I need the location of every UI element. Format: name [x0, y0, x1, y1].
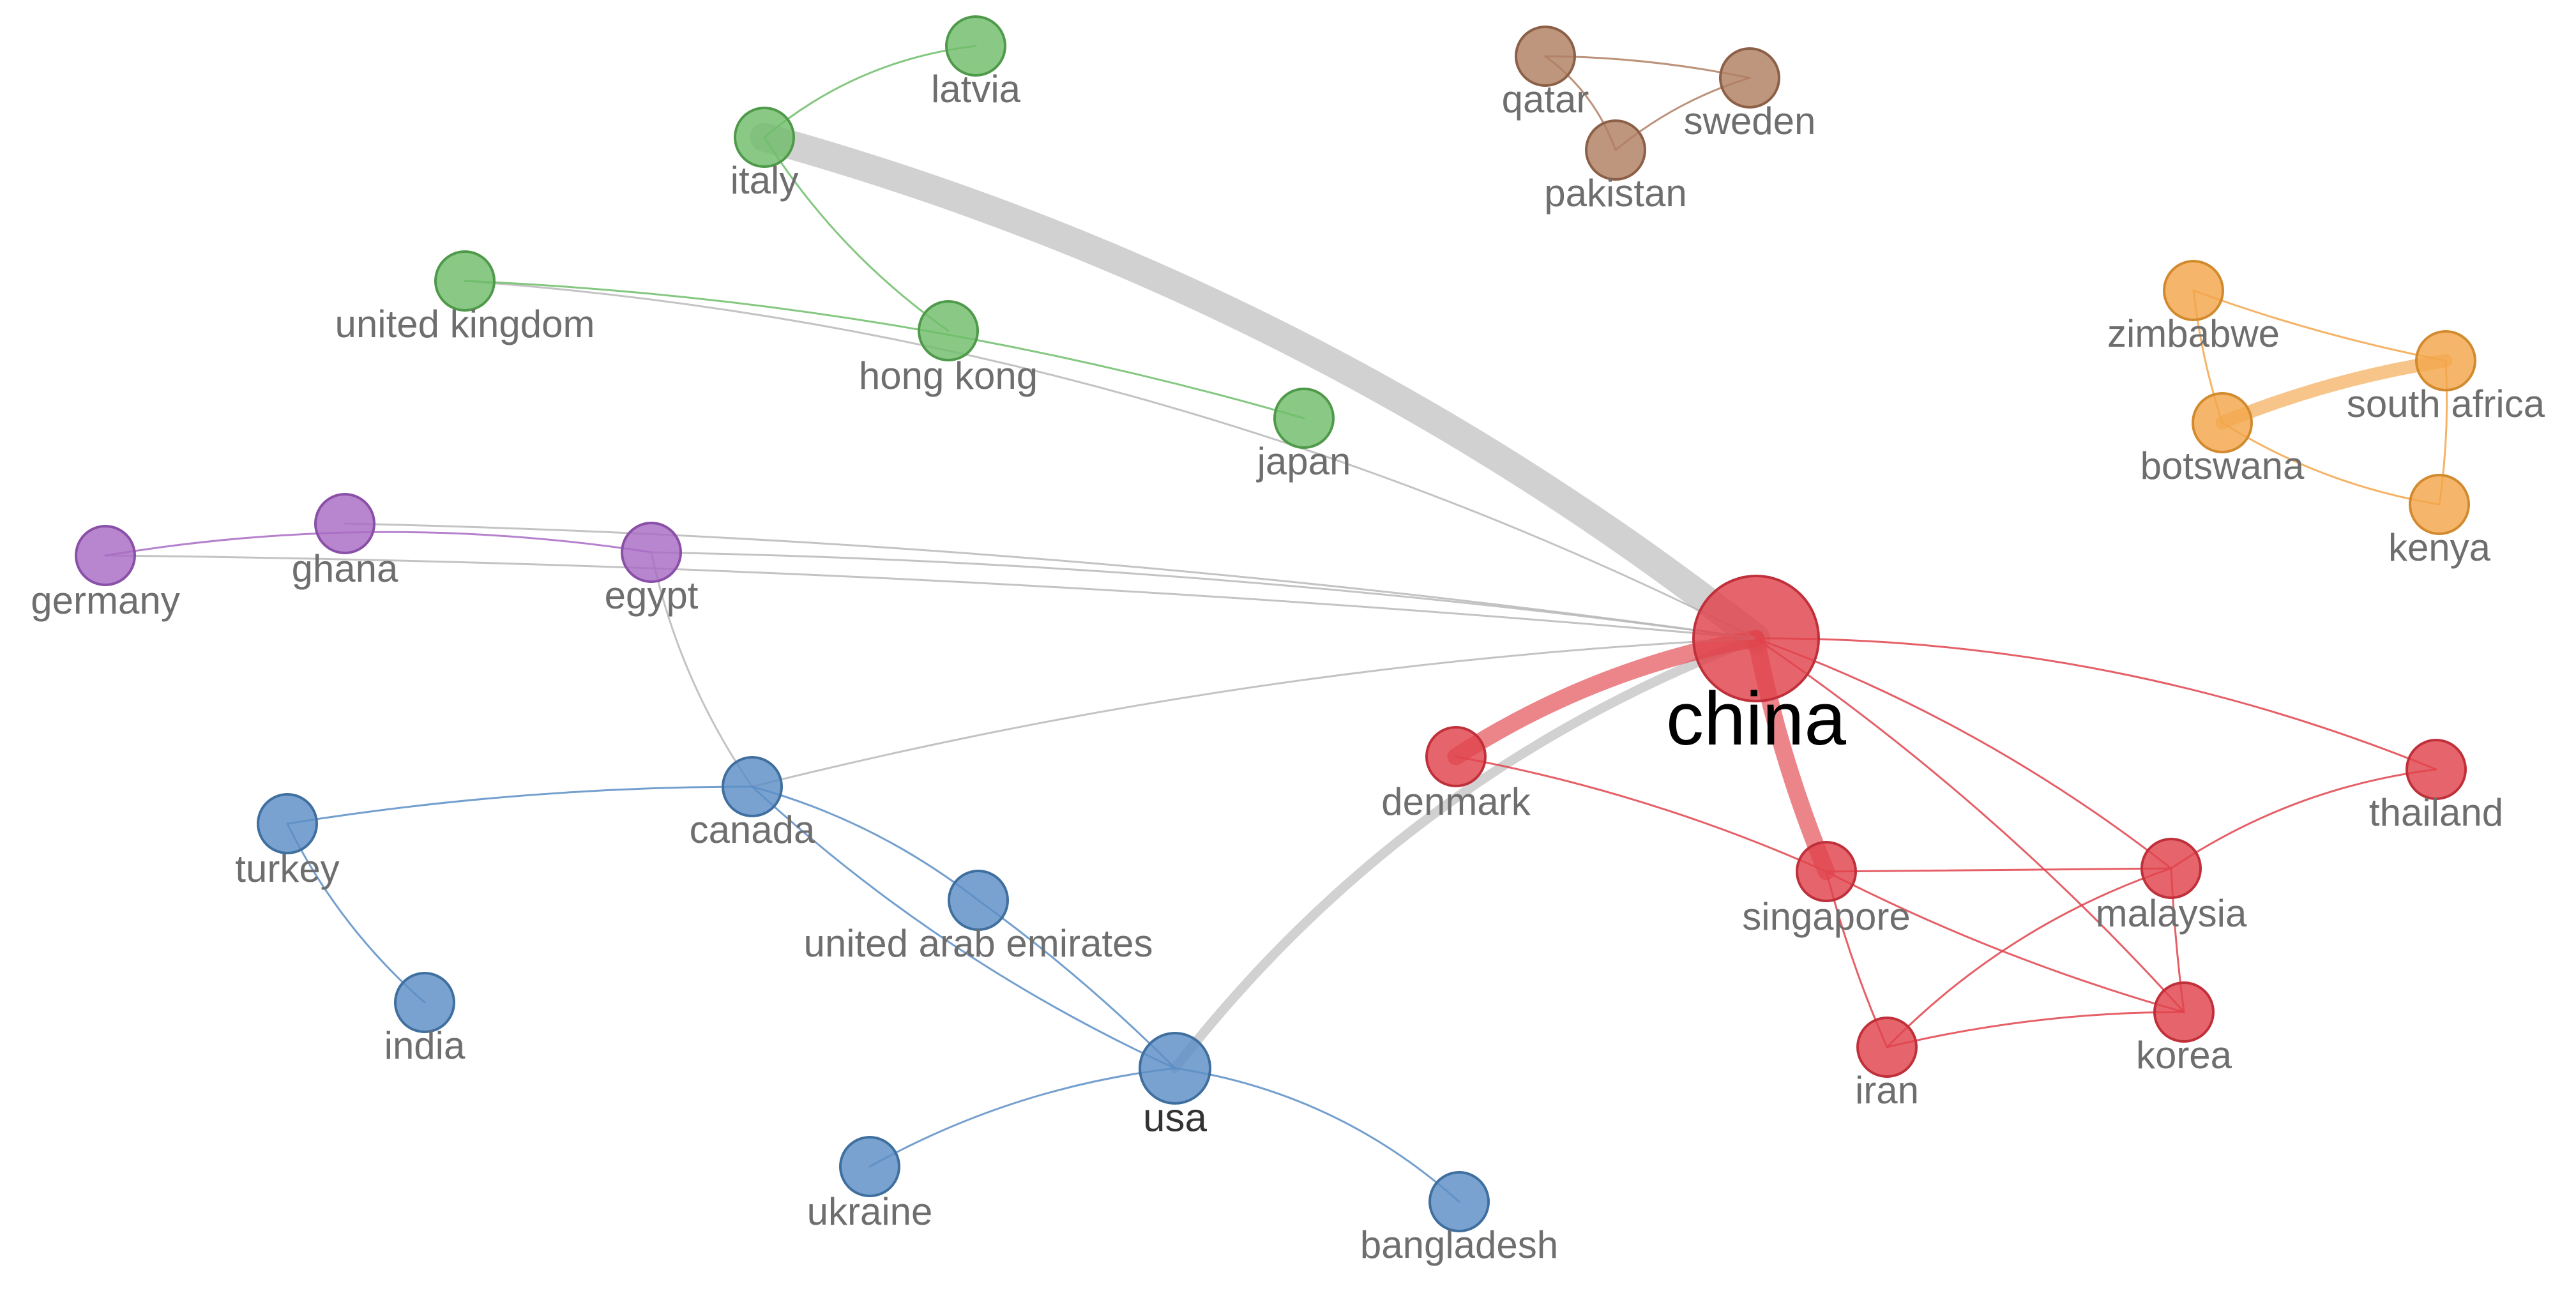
edge-usa-ukraine [868, 1067, 1176, 1168]
edge-singapore-malaysia [1825, 867, 2172, 873]
node-canada[interactable] [722, 756, 783, 817]
edge-usa-bangladesh [1174, 1067, 1460, 1203]
node-india[interactable] [394, 972, 455, 1033]
node-latvia[interactable] [945, 15, 1006, 77]
node-uae[interactable] [948, 870, 1009, 931]
node-japan[interactable] [1273, 388, 1335, 449]
edge-canada-uae [751, 785, 980, 902]
node-singapore[interactable] [1796, 841, 1857, 902]
edge-china-thailand [1755, 637, 2437, 771]
edge-malaysia-iran [1886, 867, 2172, 1048]
label-pakistan: pakistan [1544, 172, 1686, 215]
node-ukraine[interactable] [839, 1136, 900, 1197]
edge-qatar-sweden [1544, 55, 1751, 79]
label-italy: italy [731, 159, 799, 202]
edge-botswana-south_africa [2215, 354, 2453, 430]
label-singapore: singapore [1742, 895, 1911, 938]
edges-layer [104, 45, 2453, 1203]
node-denmark[interactable] [1425, 726, 1487, 787]
node-china[interactable] [1692, 575, 1820, 702]
edge-germany-egypt [104, 531, 653, 557]
label-germany: germany [31, 579, 179, 622]
edge-denmark-singapore [1455, 755, 1828, 873]
node-germany[interactable] [75, 525, 136, 586]
label-qatar: qatar [1502, 78, 1589, 121]
label-ghana: ghana [292, 547, 398, 590]
edge-korea-iran [1886, 1011, 2185, 1048]
edge-china-korea [1755, 637, 2185, 1013]
node-zimbabwe[interactable] [2163, 260, 2224, 321]
edge-china-ghana [344, 522, 1757, 640]
edge-china-malaysia [1755, 637, 2172, 870]
node-ghana[interactable] [314, 493, 375, 554]
edge-china-italy [750, 123, 1771, 653]
label-bangladesh: bangladesh [1360, 1223, 1558, 1266]
label-botswana: botswana [2140, 444, 2305, 487]
node-kenya[interactable] [2409, 474, 2470, 535]
node-south-africa[interactable] [2415, 330, 2476, 391]
edge-china-canada [751, 637, 1757, 788]
label-turkey: turkey [235, 847, 339, 890]
label-sweden: sweden [1684, 100, 1816, 142]
edge-zimbabwe-south_africa [2192, 289, 2447, 362]
label-japan: japan [1256, 440, 1351, 483]
edge-egypt-canada [650, 551, 754, 788]
edge-italy-hong_kong [763, 136, 950, 332]
label-hong-kong: hong kong [859, 354, 1038, 397]
label-malaysia: malaysia [2096, 892, 2247, 935]
node-korea[interactable] [2153, 981, 2215, 1043]
label-denmark: denmark [1381, 780, 1531, 823]
edge-canada-usa [751, 785, 1176, 1070]
label-united-kingdom: united kingdom [335, 303, 595, 345]
edge-italy-latvia [763, 45, 977, 139]
node-botswana[interactable] [2192, 392, 2253, 453]
node-united-kingdom[interactable] [434, 250, 496, 312]
node-pakistan[interactable] [1585, 119, 1646, 181]
label-china: china [1666, 677, 1846, 761]
edge-china-united_kingdom [464, 280, 1757, 640]
label-zimbabwe: zimbabwe [2107, 312, 2280, 355]
nodes-layer [75, 15, 2476, 1232]
label-ukraine: ukraine [807, 1190, 933, 1233]
label-iran: iran [1855, 1069, 1919, 1112]
node-qatar[interactable] [1515, 26, 1576, 87]
label-egypt: egypt [605, 574, 699, 617]
node-egypt[interactable] [621, 522, 682, 583]
labels-layer: china denmark singapore malaysia thailand kor… [31, 68, 2545, 1266]
node-hong-kong[interactable] [918, 300, 979, 361]
label-korea: korea [2136, 1034, 2232, 1077]
label-latvia: latvia [931, 68, 1021, 110]
node-malaysia[interactable] [2140, 838, 2202, 899]
edge-malaysia-thailand [2170, 768, 2437, 870]
label-uae: united arab emirates [804, 922, 1153, 965]
node-sweden[interactable] [1719, 47, 1780, 109]
node-iran[interactable] [1856, 1017, 1918, 1078]
node-italy[interactable] [734, 107, 795, 168]
label-canada: canada [690, 808, 815, 851]
node-bangladesh[interactable] [1428, 1171, 1490, 1232]
label-kenya: kenya [2388, 526, 2491, 569]
edge-turkey-canada [286, 785, 754, 825]
label-usa: usa [1143, 1096, 1207, 1140]
edge-china-usa [1170, 633, 1761, 1073]
node-turkey[interactable] [257, 793, 318, 854]
edge-botswana-kenya [2221, 421, 2441, 506]
edge-china-germany [104, 554, 1757, 640]
label-south-africa: south africa [2347, 382, 2545, 425]
edge-united_kingdom-japan [464, 280, 1305, 420]
label-thailand: thailand [2369, 791, 2503, 834]
node-thailand[interactable] [2406, 739, 2467, 800]
label-india: india [384, 1024, 466, 1067]
node-usa[interactable] [1139, 1032, 1211, 1105]
